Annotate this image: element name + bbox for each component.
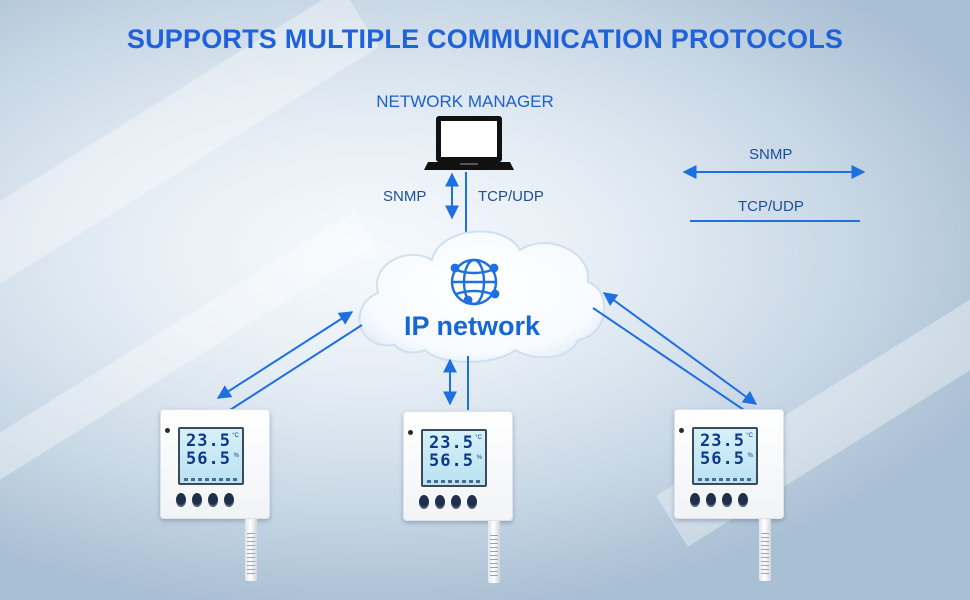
device-button [738,493,748,507]
status-led [165,428,170,433]
laptop-icon [424,116,514,170]
device-button [722,493,732,507]
lcd-screen: 23.5 °C 56.5 % [692,427,758,485]
percent-unit-icon: % [233,453,239,459]
celsius-unit-icon: °C [475,435,482,441]
right-device-line [592,307,745,411]
device-button [192,493,202,507]
temperature-readout: 23.5 [429,433,474,453]
device-button [690,493,700,507]
humidity-readout: 56.5 [186,449,231,469]
left-device-line [229,324,363,411]
device-button [435,495,445,509]
sensor-probe [759,519,771,581]
lcd-status-bar [698,478,754,481]
status-led [679,428,684,433]
manager-tcp-label: TCP/UDP [478,188,544,205]
humidity-readout: 56.5 [429,451,474,471]
celsius-unit-icon: °C [232,433,239,439]
lcd-status-bar [184,478,240,481]
right-device-arrow [602,292,758,405]
globe-network-icon [450,258,500,306]
celsius-unit-icon: °C [746,433,753,439]
device-button [224,493,234,507]
temperature-readout: 23.5 [186,431,231,451]
lcd-screen: 23.5 °C 56.5 % [178,427,244,485]
temperature-readout: 23.5 [700,431,745,451]
device-button [451,495,461,509]
lcd-screen: 23.5 °C 56.5 % [421,429,487,487]
ip-network-label: IP network [403,311,541,341]
device-button [706,493,716,507]
lcd-status-bar [427,480,483,483]
manager-snmp-label: SNMP [383,188,427,205]
diagram-title: SUPPORTS MULTIPLE COMMUNICATION PROTOCOL… [126,24,844,54]
network-manager-label: NETWORK MANAGER [376,92,554,111]
device-button [419,495,429,509]
status-led [408,430,413,435]
sensor-probe [488,521,500,583]
percent-unit-icon: % [747,453,753,459]
percent-unit-icon: % [476,455,482,461]
legend-snmp-label: SNMP [749,146,793,163]
humidity-readout: 56.5 [700,449,745,469]
device-button [208,493,218,507]
sensor-housing: 23.5 °C 56.5 % [403,411,513,521]
device-button [467,495,477,509]
sensor-housing: 23.5 °C 56.5 % [160,409,270,519]
legend-tcp-label: TCP/UDP [738,198,804,215]
left-device-arrow [216,311,354,399]
sensor-probe [245,519,257,581]
device-button [176,493,186,507]
sensor-housing: 23.5 °C 56.5 % [674,409,784,519]
